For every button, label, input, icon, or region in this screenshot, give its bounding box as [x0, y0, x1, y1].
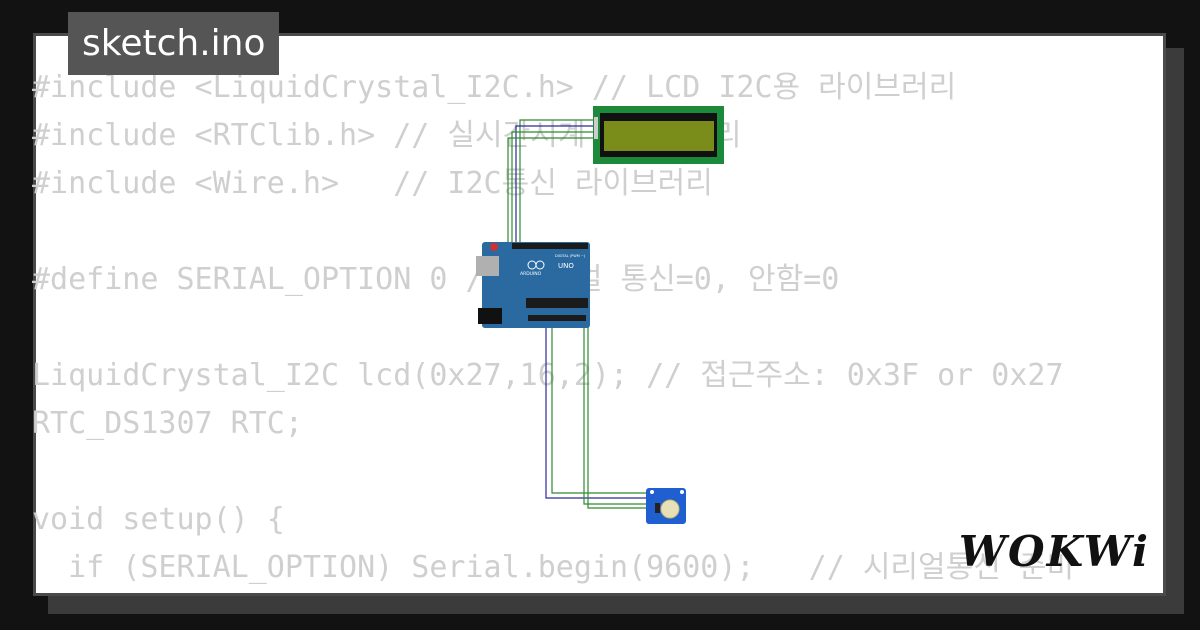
code-line: RTC_DS1307 RTC;	[32, 406, 303, 441]
code-line: void setup() {	[32, 502, 285, 537]
code-line: if (SERIAL_OPTION) Serial.begin(9600); /…	[32, 550, 1075, 585]
wire-lcd-sda	[511, 131, 596, 243]
reset-button[interactable]	[490, 243, 498, 251]
board-brand: ARDUINO	[520, 271, 542, 277]
code-line: #include <Wire.h> // I2C통신 라이브러리	[32, 166, 713, 201]
wire-lcd-vcc	[515, 125, 596, 243]
usb-port	[476, 256, 499, 276]
wire-rtc-scl	[587, 322, 648, 509]
wire-lcd-scl	[507, 137, 596, 243]
pin-header-label: DIGITAL (PWM ~)	[555, 254, 586, 258]
lcd-display[interactable]	[593, 106, 724, 164]
code-line: LiquidCrystal_I2C lcd(0x27,16,2); // 접근주…	[32, 358, 1064, 393]
wire-lcd-gnd	[519, 119, 596, 243]
board-name: UNO	[558, 262, 574, 270]
wire-rtc-vcc	[545, 322, 648, 499]
power-jack	[478, 308, 502, 324]
code-line: #include <LiquidCrystal_I2C.h> // LCD I2…	[32, 70, 957, 105]
arduino-uno-board[interactable]: UNO ARDUINO DIGITAL (PWM ~)	[476, 242, 590, 328]
wire-rtc-sda	[583, 322, 648, 505]
wire-rtc-gnd	[551, 322, 648, 494]
wires	[507, 119, 648, 509]
analog-header	[528, 315, 586, 321]
atmega-chip	[526, 298, 588, 308]
rtc-module[interactable]	[646, 488, 686, 524]
wokwi-logo: WOKWi	[958, 527, 1150, 576]
digital-header	[512, 243, 588, 249]
file-title-tab: sketch.ino	[68, 12, 280, 75]
